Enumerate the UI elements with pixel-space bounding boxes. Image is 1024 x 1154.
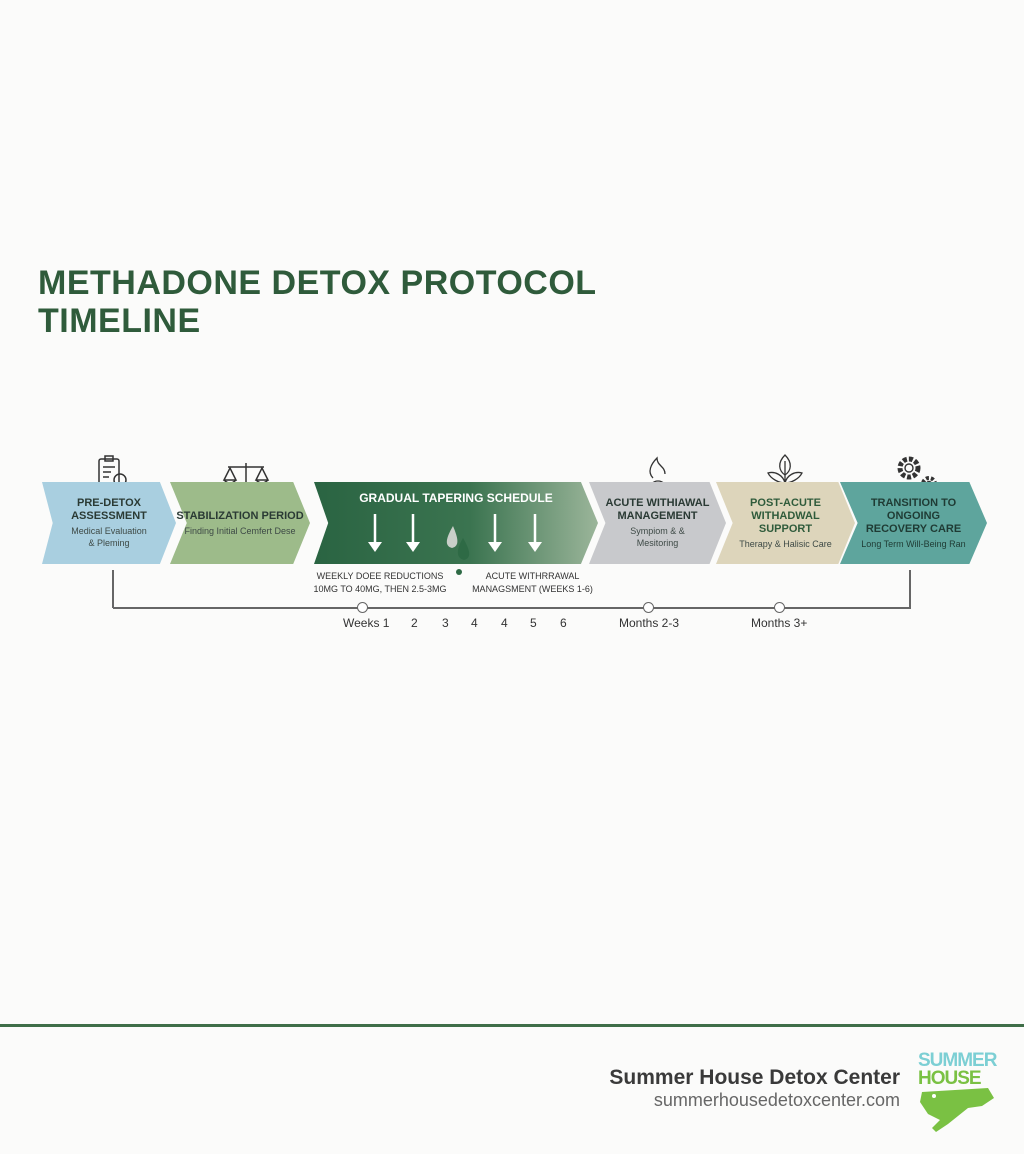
timeline-label: 6 [560, 616, 567, 630]
summer-house-logo: SUMMER HOUSE [918, 1051, 1008, 1132]
footer-org-name: Summer House Detox Center [609, 1066, 900, 1089]
chevron-shape [589, 482, 726, 564]
chevron-shape [170, 482, 310, 564]
acute-withdrawal-note: ACUTE WITHRRAWAL MANAGSMENT (WEEKS 1-6) [472, 571, 593, 594]
dose-reduction-note: WEEKLY DOEE REDUCTIONS 10MG TO 40MG, THE… [313, 571, 447, 594]
gecko-icon [920, 1088, 994, 1132]
footer-divider [0, 1024, 1024, 1027]
stage-pre-detox-assessment: PRE-DETOX ASSESSMENT Medical Evaluation … [42, 482, 176, 564]
stage-stabilization-period: STABILIZATION PERIOD Finding Initial Cem… [170, 482, 310, 564]
timeline-label: 2 [411, 616, 418, 630]
chevron-shape [716, 482, 855, 564]
timeline-label: 4 [501, 616, 508, 630]
timeline-label: 5 [530, 616, 537, 630]
timeline-label: Months 3+ [751, 616, 808, 630]
down-arrows-droplet-icon [368, 514, 542, 575]
timeline-marker [357, 602, 368, 613]
timeline-label: 3 [442, 616, 449, 630]
timeline-marker [643, 602, 654, 613]
stage-post-acute-support: POST-ACUTE WITHADWAL SUPPORT Therapy & H… [716, 482, 855, 564]
stage-gradual-tapering: GRADUAL TAPERING SCHEDULE [314, 482, 598, 564]
timeline-right-connector [909, 570, 911, 608]
timeline-label: 4 [471, 616, 478, 630]
page-title: METHADONE DETOX PROTOCOL TIMELINE [38, 264, 597, 340]
chevron-shape [314, 482, 598, 564]
stage-acute-withdrawal: ACUTE WITHIAWAL MANAGEMENT Sympiom & & M… [589, 482, 726, 564]
chevron-shape [840, 482, 987, 564]
stage-transition-recovery: TRANSITION TO ONGOING RECOVERY CARE Long… [840, 482, 987, 564]
timeline-marker [774, 602, 785, 613]
timeline-label: Months 2-3 [619, 616, 680, 630]
footer-url[interactable]: summerhousedetoxcenter.com [653, 1090, 900, 1110]
timeline-axis [113, 607, 911, 609]
timeline-label: Weeks 1 [343, 616, 390, 630]
timeline-left-connector [112, 570, 114, 608]
chevron-shape [42, 482, 176, 564]
